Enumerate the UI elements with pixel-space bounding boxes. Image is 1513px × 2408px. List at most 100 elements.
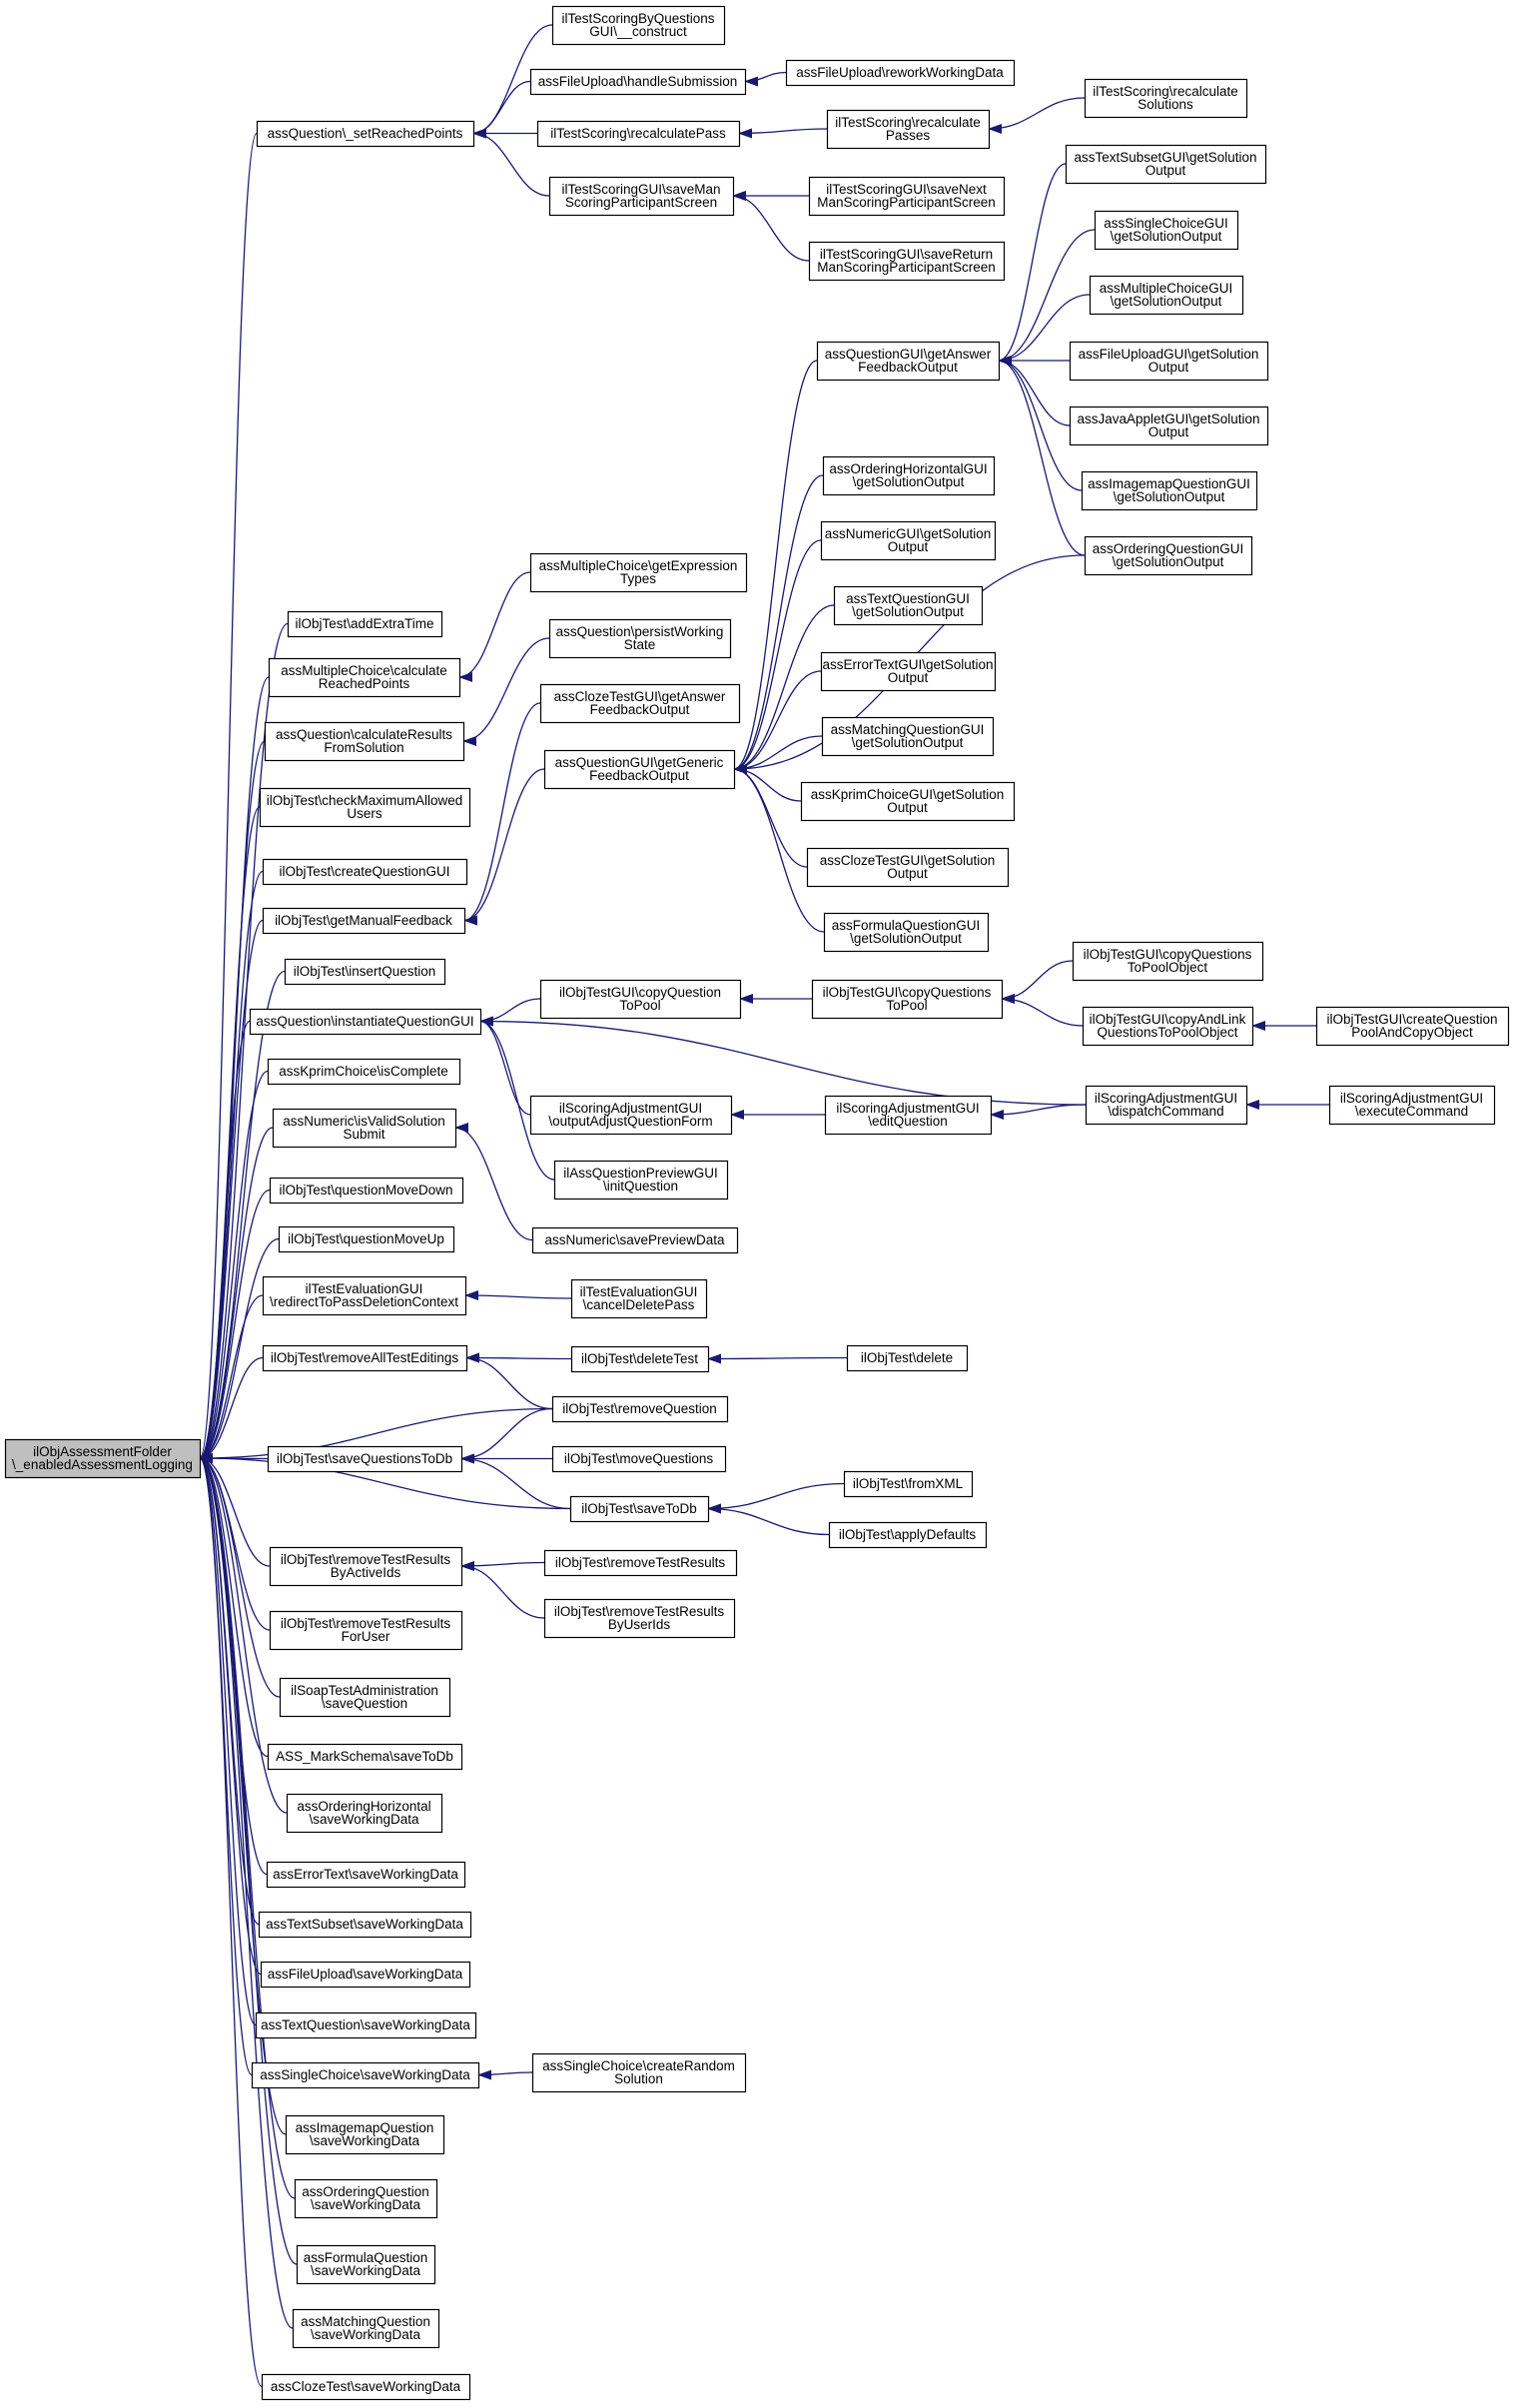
node-move-questions[interactable]: ilObjTest\moveQuestions [551, 1445, 727, 1473]
node-single-choice-guisol[interactable]: assSingleChoiceGUI\getSolutionOutput [1094, 210, 1239, 251]
node-single-choice-save[interactable]: assSingleChoice\saveWorkingData [251, 2061, 480, 2089]
node-output-adjust-question-form[interactable]: ilScoringAdjustmentGUI\outputAdjustQuest… [529, 1095, 733, 1136]
node-cloze-save[interactable]: assClozeTest\saveWorkingData [261, 2373, 471, 2401]
edge-save-to-db-to-root [199, 1453, 571, 1510]
node-kprim-is-complete[interactable]: assKprimChoice\isComplete [267, 1058, 461, 1086]
node-soap-save-question[interactable]: ilSoapTestAdministration\saveQuestion [279, 1677, 451, 1718]
node-text-subset-save[interactable]: assTextSubset\saveWorkingData [258, 1911, 472, 1939]
node-cloze-guisol[interactable]: assClozeTestGUI\getSolutionOutput [806, 847, 1010, 888]
node-label-line: ilObjTest\checkMaximumAllowed [267, 793, 463, 808]
node-numeric-guisol[interactable]: assNumericGUI\getSolutionOutput [820, 520, 997, 561]
node-label-line: Output [1145, 163, 1186, 178]
node-error-text-save[interactable]: assErrorText\saveWorkingData [266, 1861, 466, 1889]
node-save-questions-to-db[interactable]: ilObjTest\saveQuestionsToDb [267, 1445, 463, 1473]
node-save-next-man[interactable]: ilTestScoringGUI\saveNextManScoringParti… [808, 176, 1006, 217]
node-redirect-to-pass-deletion[interactable]: ilTestEvaluationGUI\redirectToPassDeleti… [262, 1275, 467, 1316]
node-recalculate-pass[interactable]: ilTestScoring\recalculatePass [536, 120, 741, 148]
node-execute-command[interactable]: ilScoringAdjustmentGUI\executeCommand [1328, 1085, 1496, 1126]
node-label-line: assErrorText\saveWorkingData [273, 1867, 458, 1882]
node-numeric-save-preview[interactable]: assNumeric\savePreviewData [531, 1226, 739, 1254]
node-ordering-horiz-save[interactable]: assOrderingHorizontal\saveWorkingData [286, 1793, 443, 1834]
node-label-line: ilObjTest\questionMoveUp [288, 1231, 444, 1246]
node-delete-test[interactable]: ilObjTest\deleteTest [570, 1345, 710, 1373]
node-apply-defaults[interactable]: ilObjTest\applyDefaults [828, 1521, 988, 1549]
node-mark-schema-save[interactable]: ASS_MarkSchema\saveToDb [267, 1743, 463, 1771]
node-imagemap-save[interactable]: assImagemapQuestion\saveWorkingData [285, 2114, 445, 2155]
node-copy-and-link[interactable]: ilObjTestGUI\copyAndLinkQuestionsToPoolO… [1082, 1006, 1254, 1047]
edge-recalculate-passes-to-recalculate-pass [738, 128, 828, 139]
node-file-upload-save[interactable]: assFileUpload\saveWorkingData [260, 1961, 471, 1989]
node-edit-question[interactable]: ilScoringAdjustmentGUI\editQuestion [824, 1095, 993, 1136]
node-move-down[interactable]: ilObjTest\questionMoveDown [269, 1177, 464, 1204]
node-label-line: assFormulaQuestionGUI [832, 918, 981, 933]
node-formula-guisol[interactable]: assFormulaQuestionGUI\getSolutionOutput [823, 912, 990, 953]
node-label-line: ilObjTestGUI\copyQuestions [1084, 947, 1252, 962]
node-remove-test-results[interactable]: ilObjTest\removeTestResults [543, 1549, 738, 1577]
node-remove-question[interactable]: ilObjTest\removeQuestion [551, 1395, 729, 1423]
node-move-up[interactable]: ilObjTest\questionMoveUp [278, 1225, 455, 1253]
node-get-manual-feedback[interactable]: ilObjTest\getManualFeedback [262, 907, 466, 935]
node-text-question-save[interactable]: assTextQuestion\saveWorkingData [255, 2011, 477, 2039]
node-save-to-db[interactable]: ilObjTest\saveToDb [569, 1495, 710, 1523]
edge-cloze-guisol-to-get-generic-feedback [733, 764, 808, 868]
node-box [1315, 1006, 1510, 1047]
node-label-line: assTextQuestionGUI [846, 591, 970, 606]
node-delete-top[interactable]: ilObjTest\delete [846, 1344, 969, 1372]
node-insert-question[interactable]: ilObjTest\insertQuestion [284, 958, 446, 986]
node-root[interactable]: ilObjAssessmentFolder\_enabledAssessment… [4, 1438, 202, 1479]
node-box [258, 1911, 472, 1939]
node-ordering-guisol[interactable]: assOrderingQuestionGUI\getSolutionOutput [1084, 535, 1253, 576]
node-label-line: Output [1148, 424, 1189, 439]
node-text-subset-guisol[interactable]: assTextSubsetGUI\getSolutionOutput [1065, 144, 1267, 185]
node-imagemap-guisol[interactable]: assImagemapQuestionGUI\getSolutionOutput [1081, 470, 1258, 511]
node-file-upload-guisol[interactable]: assFileUploadGUI\getSolutionOutput [1069, 341, 1269, 382]
node-instantiate-question-gui[interactable]: assQuestion\instantiateQuestionGUI [249, 1008, 482, 1036]
node-from-xml[interactable]: ilObjTest\fromXML [843, 1470, 974, 1498]
node-java-applet-guisol[interactable]: assJavaAppletGUI\getSolutionOutput [1069, 405, 1269, 446]
node-save-return-man[interactable]: ilTestScoringGUI\saveReturnManScoringPar… [808, 241, 1006, 282]
node-box [262, 1275, 467, 1316]
edge-text-subset-guisol-to-get-answer-feedback [998, 163, 1067, 366]
node-save-man-scoring[interactable]: ilTestScoringGUI\saveManScoringParticipa… [548, 176, 735, 217]
node-error-text-guisol[interactable]: assErrorTextGUI\getSolutionOutput [820, 651, 997, 692]
node-multiple-choice-guisol[interactable]: assMultipleChoiceGUI\getSolutionOutput [1089, 275, 1244, 316]
node-set-reached-points[interactable]: assQuestion\_setReachedPoints [256, 120, 475, 148]
node-remove-all-test-editings[interactable]: ilObjTest\removeAllTestEditings [262, 1344, 468, 1372]
node-rework-working-data[interactable]: assFileUpload\reworkWorkingData [785, 59, 1016, 87]
node-matching-save[interactable]: assMatchingQuestion\saveWorkingData [292, 2308, 440, 2349]
node-ordering-save[interactable]: assOrderingQuestion\saveWorkingData [294, 2178, 438, 2219]
node-text-question-guisol[interactable]: assTextQuestionGUI\getSolutionOutput [833, 585, 984, 626]
node-file-upload-handle-submission[interactable]: assFileUpload\handleSubmission [529, 68, 747, 96]
node-formula-save[interactable]: assFormulaQuestion\saveWorkingData [296, 2244, 436, 2285]
node-create-question-pool[interactable]: ilObjTestGUI\createQuestionPoolAndCopyOb… [1315, 1006, 1510, 1047]
node-label-line: GUI\__construct [589, 24, 687, 39]
node-ordering-horiz-guisol[interactable]: assOrderingHorizontalGUI\getSolutionOutp… [822, 455, 996, 496]
node-cancel-delete-pass[interactable]: ilTestEvaluationGUI\cancelDeletePass [570, 1278, 708, 1319]
node-dispatch-command[interactable]: ilScoringAdjustmentGUI\dispatchCommand [1085, 1085, 1248, 1126]
node-create-question-gui[interactable]: ilObjTest\createQuestionGUI [262, 858, 468, 886]
node-matching-guisol[interactable]: assMatchingQuestionGUI\getSolutionOutput [821, 716, 995, 757]
node-label-line: assClozeTestGUI\getSolution [820, 853, 996, 868]
node-add-extra-time[interactable]: ilObjTest\addExtraTime [287, 610, 443, 638]
node-kprim-guisol[interactable]: assKprimChoiceGUI\getSolutionOutput [800, 781, 1016, 822]
node-preview-init-question[interactable]: ilAssQuestionPreviewGUI\initQuestion [553, 1160, 729, 1201]
